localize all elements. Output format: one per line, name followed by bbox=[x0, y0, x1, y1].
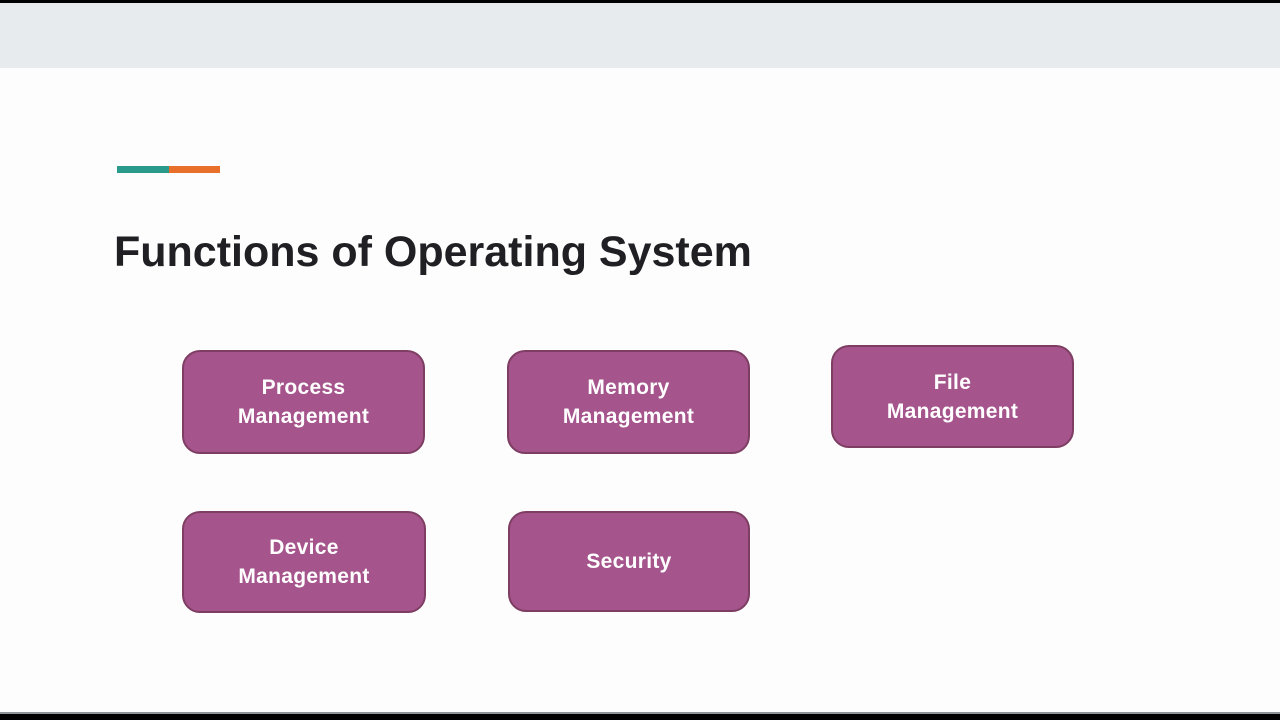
box-memory-management: Memory Management bbox=[507, 350, 750, 454]
accent-orange-segment bbox=[169, 166, 220, 173]
slide-title: Functions of Operating System bbox=[114, 227, 752, 276]
title-accent-bar bbox=[117, 166, 220, 173]
header-strip bbox=[0, 3, 1280, 68]
box-process-management: Process Management bbox=[182, 350, 425, 454]
accent-teal-segment bbox=[117, 166, 169, 173]
box-file-management: File Management bbox=[831, 345, 1074, 448]
bottom-hairline bbox=[0, 712, 1280, 714]
box-security: Security bbox=[508, 511, 750, 612]
box-device-management: Device Management bbox=[182, 511, 426, 613]
